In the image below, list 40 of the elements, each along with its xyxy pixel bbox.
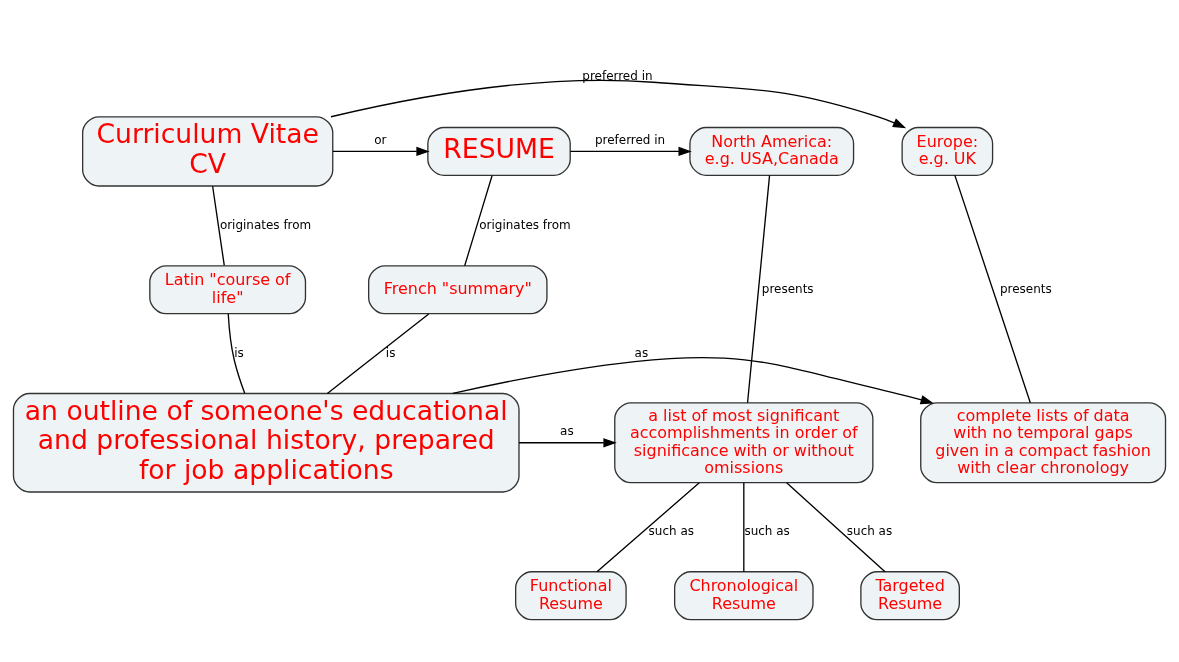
node-box: North America: e.g. USA,Canada xyxy=(689,126,855,176)
edge-label: is xyxy=(385,345,396,360)
node-box: Latin "course of life" xyxy=(149,265,307,315)
connector xyxy=(743,482,745,573)
edge-label: originates from xyxy=(219,217,312,232)
node-box: Curriculum Vitae CV xyxy=(82,116,334,187)
node-box: Targeted Resume xyxy=(860,571,960,621)
edge-label: as xyxy=(634,345,649,360)
edge-label: or xyxy=(374,132,387,147)
connector xyxy=(464,175,493,267)
edge-label: such as xyxy=(744,523,790,538)
edge-label: presents xyxy=(999,281,1052,296)
edge-label: such as xyxy=(846,523,893,538)
arrow xyxy=(518,438,617,448)
node-box: Chronological Resume xyxy=(673,571,814,621)
arrow xyxy=(569,146,692,157)
node-box: a list of most significant accomplishments in order of significance with or without omissions xyxy=(614,402,874,484)
edge-label: is xyxy=(234,345,244,360)
connector xyxy=(746,174,771,404)
edge-label: preferred in xyxy=(594,132,666,147)
edge-label: preferred in xyxy=(582,68,653,83)
connector xyxy=(227,313,246,394)
node-box: complete lists of data with no temporal gaps given in a compact fashion with clear chronology xyxy=(920,402,1167,484)
node-box: RESUME xyxy=(427,126,571,176)
arrow xyxy=(330,79,907,129)
arrow xyxy=(452,356,934,405)
node-box: an outline of someone's educational and professional history, prepared for job applications xyxy=(12,392,520,493)
edge-label: such as xyxy=(648,523,694,538)
edge-label: originates from xyxy=(479,217,571,232)
connector xyxy=(326,313,430,395)
arrow xyxy=(332,146,430,157)
node-box: French "summary" xyxy=(368,265,548,315)
connector xyxy=(211,185,225,267)
connector xyxy=(954,174,1031,404)
node-box: Functional Resume xyxy=(515,571,627,621)
connector xyxy=(785,482,886,573)
connector xyxy=(596,482,700,573)
edge-label: as xyxy=(560,424,574,439)
edge-label: presents xyxy=(761,281,814,296)
node-box: Europe: e.g. UK xyxy=(901,126,994,176)
